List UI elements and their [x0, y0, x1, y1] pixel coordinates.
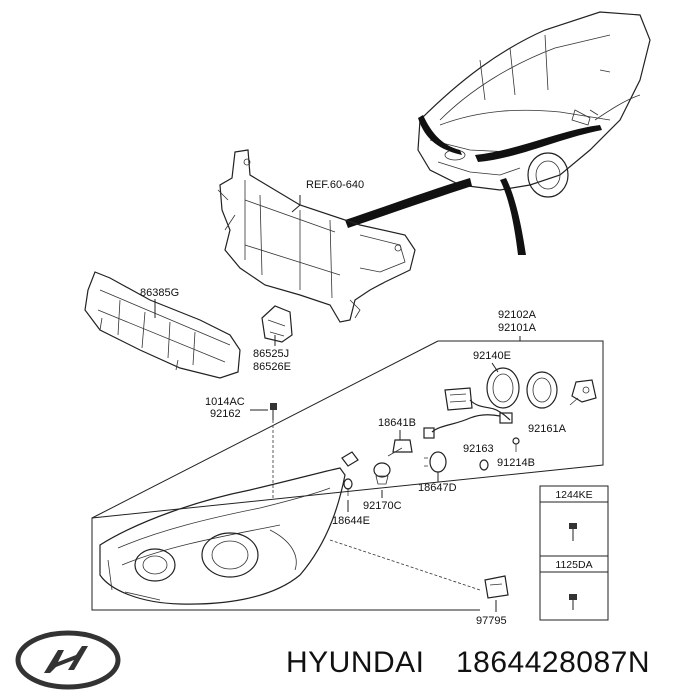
connector-2	[423, 427, 435, 439]
bumper-beam	[84, 271, 241, 379]
fuse-block-97795	[484, 575, 509, 599]
assembly-outline	[91, 336, 604, 611]
socket-92170c	[373, 462, 391, 498]
label-97795: 97795	[476, 615, 507, 627]
radiator-support-frame	[217, 149, 416, 323]
dust-cap	[526, 371, 558, 409]
label-18647d: 18647D	[418, 482, 457, 494]
bracket	[261, 305, 293, 343]
bulb-18641b	[387, 439, 413, 457]
label-92101a: 92101A	[498, 322, 537, 334]
label-ref: REF.60-640	[306, 179, 364, 191]
label-18641b: 18641B	[378, 417, 416, 429]
label-92161a: 92161A	[528, 423, 567, 435]
label-1014ac: 1014AC	[205, 396, 245, 408]
fastener-table: 1244KE 1125DA	[539, 485, 609, 621]
label-92162: 92162	[210, 408, 241, 420]
bolt-icon	[270, 403, 277, 420]
label-92170c: 92170C	[363, 500, 402, 512]
label-92102a: 92102A	[498, 309, 537, 321]
bulb-18644e	[341, 451, 359, 512]
label-86525j: 86525J	[253, 348, 289, 360]
clip-92163	[479, 459, 489, 471]
label-18644e: 18644E	[332, 515, 370, 527]
bulb-18647d	[424, 451, 447, 482]
car-illustration	[345, 11, 651, 255]
label-86385g: 86385G	[140, 287, 179, 299]
label-86526e: 86526E	[253, 361, 291, 373]
retaining-ring	[486, 367, 520, 409]
wiring-harness-2	[431, 414, 501, 433]
screw-icon	[569, 523, 577, 541]
table-label-1125da: 1125DA	[555, 559, 592, 571]
label-91214b: 91214B	[497, 457, 535, 469]
screw-icon	[569, 594, 577, 610]
bulb-socket	[444, 387, 473, 411]
wiring-harness	[469, 399, 511, 421]
part-number: 1864428087N	[456, 646, 650, 679]
brand-name: HYUNDAI	[286, 646, 425, 679]
connector	[499, 412, 513, 424]
leveling-actuator	[569, 379, 597, 406]
headlamp-assembly	[99, 467, 346, 605]
screw-91214b	[512, 437, 520, 452]
hyundai-logo	[15, 630, 121, 690]
label-92140e: 92140E	[473, 350, 511, 362]
label-92163: 92163	[463, 443, 494, 455]
table-label-1244ke: 1244KE	[555, 489, 592, 501]
